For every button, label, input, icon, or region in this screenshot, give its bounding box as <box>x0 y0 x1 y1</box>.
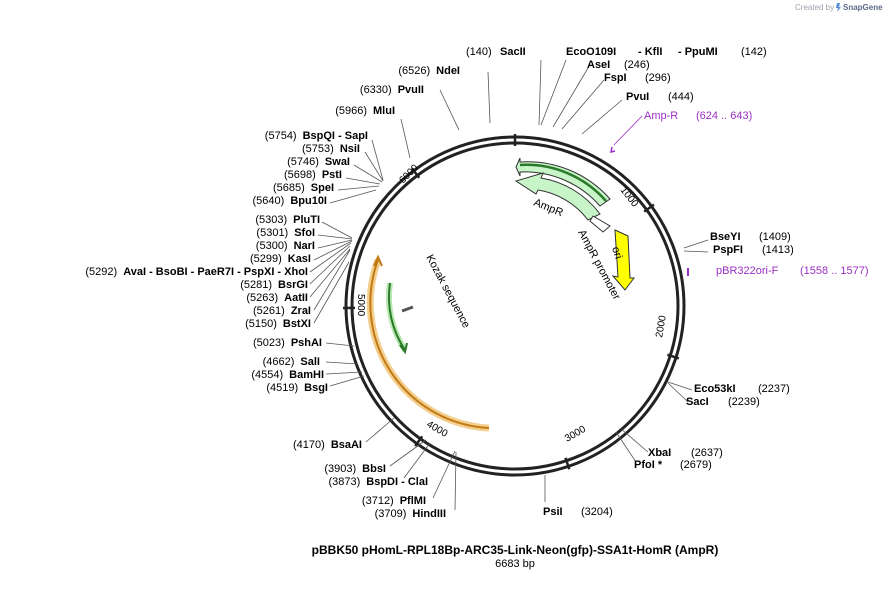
backbone <box>344 135 686 477</box>
feature-kozak-orf: Kozak sequence <box>366 253 490 432</box>
site-label: (5753)NsiI <box>302 143 360 155</box>
site-pos: (2239) <box>728 396 760 408</box>
site-label: (5685)SpeI <box>273 182 334 194</box>
site-name: PvuI <box>626 91 649 103</box>
site-name: - PpuMI <box>678 46 718 58</box>
site-name: EcoO109I <box>566 46 616 58</box>
primer-amp-r: Amp-R (624 .. 643) <box>610 110 752 154</box>
feature-label-kozak: Kozak sequence <box>423 253 472 330</box>
site-label: (5150)BstXI <box>245 318 311 330</box>
feature-label-ori: ori <box>609 245 624 260</box>
tick-mark <box>564 457 571 470</box>
site-label: (5023)PshAI <box>253 337 322 349</box>
site-label: (3903)BbsI <box>324 463 386 475</box>
site-label: (4554)BamHI <box>251 369 324 381</box>
site-label: (3873)BspDI - ClaI <box>328 476 428 488</box>
primer-label-pbr322ori-f: pBR322ori-F <box>716 265 779 277</box>
site-pos: (1409) <box>759 231 791 243</box>
primer-label-amp-r: Amp-R <box>644 110 678 122</box>
primer-range-amp-r: (624 .. 643) <box>696 110 752 122</box>
site-label: (3712)PflMI <box>362 495 426 507</box>
site-pos: (2679) <box>680 459 712 471</box>
site-label: (5640)Bpu10I <box>253 195 327 207</box>
site-name: PsiI <box>543 506 563 518</box>
site-name: Eco53kI <box>694 383 736 395</box>
primer-range-pbr322ori-f: (1558 .. 1577) <box>800 265 869 277</box>
plasmid-title: pBBK50 pHomL-RPL18Bp-ARC35-Link-Neon(gfp… <box>312 543 719 557</box>
site-label: (5966)MluI <box>335 105 395 117</box>
site-pos: (1413) <box>762 244 794 256</box>
site-label: (4170)BsaAI <box>293 439 362 451</box>
tick-label: 4000 <box>425 419 450 440</box>
site-name: SacI <box>686 396 709 408</box>
leader-lines <box>309 59 709 511</box>
site-name: - KflI <box>638 46 662 58</box>
site-label: (4662)SalI <box>263 356 320 368</box>
tick-labels: 1000 2000 3000 4000 5000 6000 <box>355 162 669 444</box>
tick-label: 3000 <box>563 424 588 445</box>
site-label: (5754)BspQI - SapI <box>265 130 368 142</box>
credit-text: Created by <box>795 3 834 12</box>
site-pos: (296) <box>645 72 671 84</box>
tick-mark <box>414 435 424 447</box>
site-label: (5263)AatII <box>246 292 308 304</box>
tick-mark <box>410 167 421 179</box>
site-name: BseYI <box>710 231 741 243</box>
feature-label-ampr: AmpR <box>532 197 565 220</box>
site-pos: (2637) <box>691 447 723 459</box>
site-label: (5698)PstI <box>284 169 342 181</box>
site-label: (5261)ZraI <box>253 305 311 317</box>
site-labels-right: (140) SacII EcoO109I - KflI - PpuMI (142… <box>466 46 794 518</box>
site-label: (5301)SfoI <box>256 227 315 239</box>
site-label: (5299)KasI <box>250 253 311 265</box>
site-pos: (3204) <box>581 506 613 518</box>
site-pos: (140) <box>466 46 492 58</box>
primer-pbr322ori-f: pBR322ori-F (1558 .. 1577) <box>687 265 869 277</box>
site-pos: (2237) <box>758 383 790 395</box>
tick-mark <box>667 353 680 360</box>
feature-ori: ori <box>609 229 635 291</box>
tick-label: 5000 <box>355 294 366 317</box>
site-label: (5292)AvaI - BsoBI - PaeR7I - PspXI - Xh… <box>85 266 308 278</box>
site-label: (5300)NarI <box>256 240 315 252</box>
plasmid-length: 6683 bp <box>495 558 535 570</box>
site-label: (5303)PluTI <box>255 214 320 226</box>
tick-marks <box>342 134 680 470</box>
credit-brand: SnapGene <box>843 3 883 12</box>
site-name: SacII <box>500 46 526 58</box>
site-name: XbaI <box>648 447 671 459</box>
snapgene-logo-icon <box>836 3 841 12</box>
site-label: (3709)HindIII <box>375 508 446 520</box>
site-name: PspFI <box>713 244 743 256</box>
site-label: (6330)PvuII <box>360 84 424 96</box>
site-label: (4519)BsgI <box>266 382 328 394</box>
site-name: FspI <box>604 72 627 84</box>
site-label: (5746)SwaI <box>287 156 350 168</box>
site-pos: (246) <box>624 59 650 71</box>
site-pos: (444) <box>668 91 694 103</box>
site-label: (5281)BsrGI <box>240 279 308 291</box>
feature-ampr: AmpR <box>514 157 611 221</box>
tick-mark <box>643 203 655 213</box>
site-pos: (142) <box>741 46 767 58</box>
site-name: PfoI * <box>634 459 663 471</box>
site-label: (6526)NdeI <box>398 65 460 77</box>
site-labels-left: (6526)NdeI (6330)PvuII (5966)MluI (5754)… <box>85 65 460 520</box>
tick-label: 2000 <box>654 314 669 338</box>
site-name: AseI <box>587 59 610 71</box>
